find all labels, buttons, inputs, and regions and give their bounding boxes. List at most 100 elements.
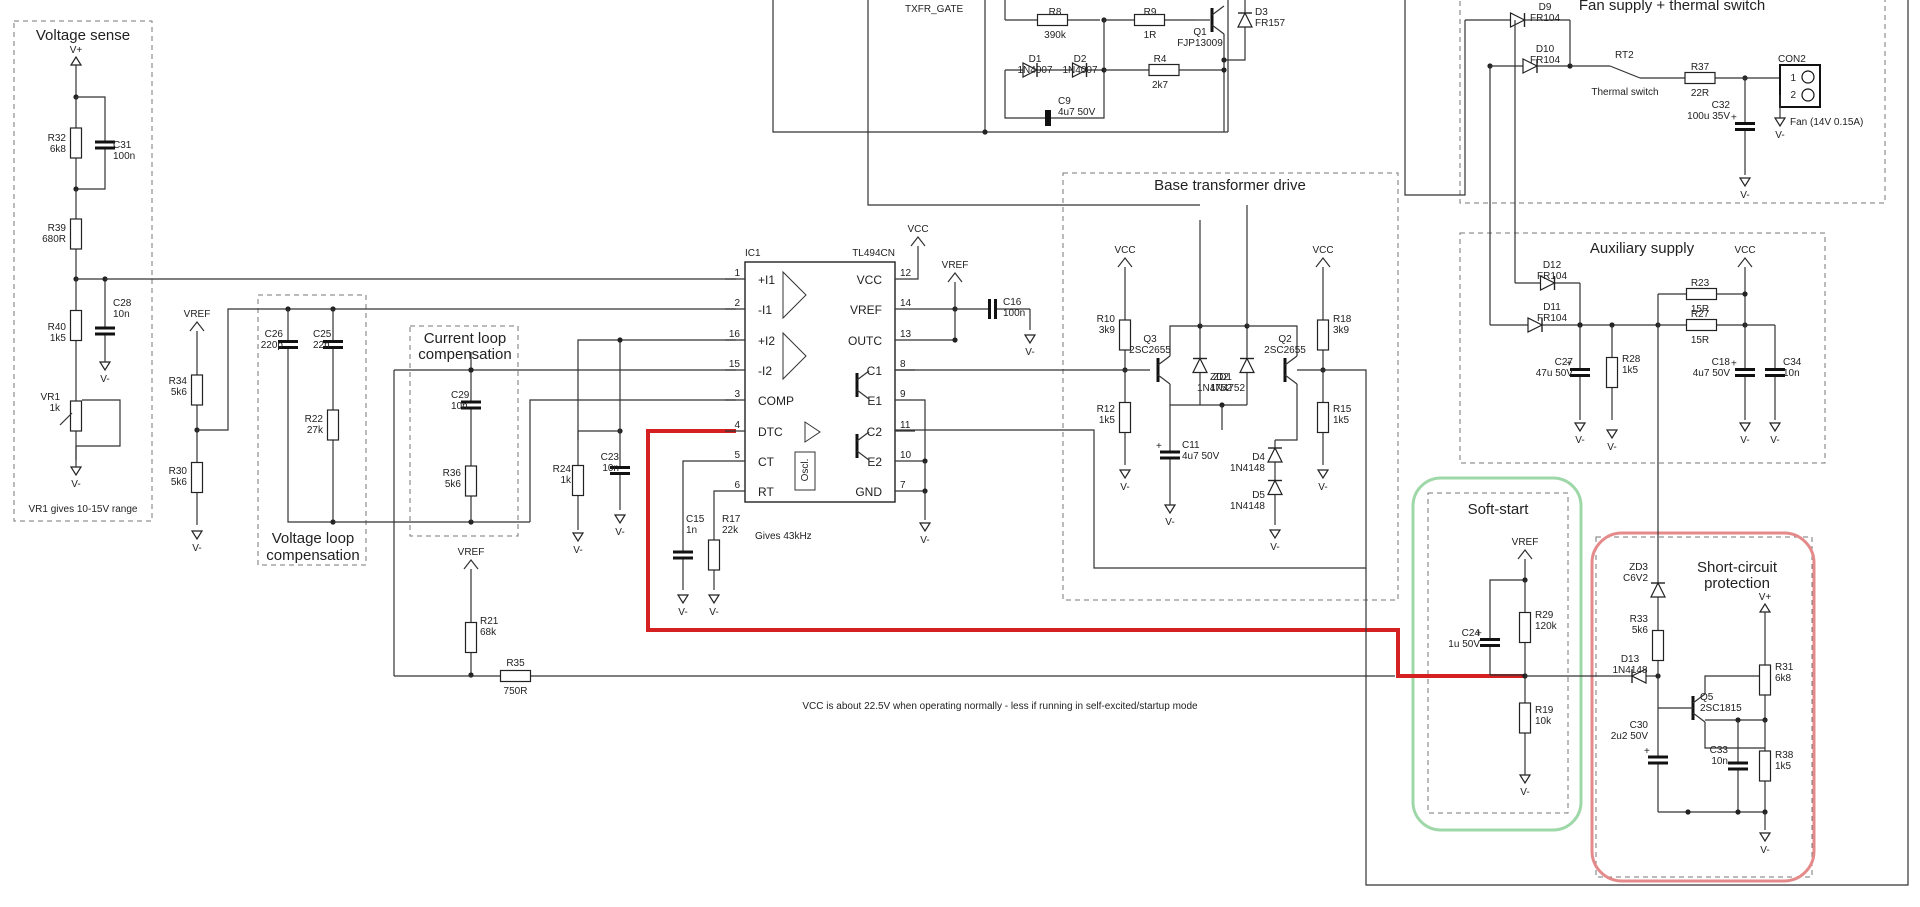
ground-symbol [918, 522, 932, 533]
ground-symbol [1738, 177, 1752, 188]
component-ref: R31 [1775, 662, 1794, 673]
wire [76, 170, 106, 190]
component-value: 1N4148 [1230, 463, 1265, 474]
component-value: FR104 [1530, 55, 1560, 66]
ic1-pin-name: +I1 [758, 273, 775, 287]
ground-symbol [1768, 422, 1782, 433]
wire [1365, 0, 1909, 886]
component-value: 2SC2655 [1129, 345, 1171, 356]
component-value: 1u 50V [1448, 639, 1480, 650]
ground-symbol [69, 466, 83, 477]
net-label-vcc: VCC [1114, 245, 1135, 256]
component-ref: C16 [1003, 297, 1022, 308]
component-value: 1k [49, 403, 61, 414]
resistor-symbol [464, 621, 478, 654]
component-value: 100n [1003, 308, 1025, 319]
section-short-circuit [1595, 536, 1813, 878]
resistor-symbol [1133, 13, 1166, 27]
component-ref: R40 [48, 322, 67, 333]
net-label-vcc: VCC [1312, 245, 1333, 256]
polarity-mark: + [1644, 746, 1650, 757]
net-label-txfr: TXFR_GATE [905, 4, 963, 15]
transistor-emitter [1157, 374, 1171, 385]
ic1-osc-label: Oscl. [800, 459, 811, 482]
resistor-symbol [326, 409, 340, 441]
net-label-vminus: V- [1775, 130, 1784, 141]
component-ref: D3 [1255, 7, 1268, 18]
component-value: 4u7 50V [1693, 368, 1731, 379]
component-value: 1k5 [1622, 365, 1639, 376]
junction-dot [952, 337, 958, 343]
ground-symbol [571, 532, 585, 543]
transistor-collector [1157, 355, 1171, 366]
ic1-pin-name: GND [855, 485, 882, 499]
component-value: 47u 50V [1536, 368, 1574, 379]
component-ref: R21 [480, 616, 499, 627]
net-label-vplus: V+ [1759, 592, 1772, 603]
component-value: 5k6 [171, 387, 188, 398]
component-value: 22k [722, 525, 739, 536]
component-value: 1N4148 [1230, 501, 1265, 512]
component-value: 1k5 [1099, 415, 1116, 426]
diode-symbol [1237, 11, 1253, 28]
wire [915, 246, 919, 280]
resistor-symbol [571, 464, 585, 497]
component-ref: Q3 [1143, 334, 1157, 345]
wire-to-pin16 [577, 339, 736, 431]
ic1-pin-number: 4 [734, 420, 740, 431]
ic1-pin-number: 5 [734, 450, 740, 461]
component-ref: R15 [1333, 404, 1352, 415]
section-base-drive [1062, 172, 1399, 601]
wire [1247, 325, 1298, 356]
polarity-mark: + [1476, 629, 1482, 640]
resistor-symbol [1118, 401, 1132, 434]
component-ref: R24 [553, 464, 572, 475]
component-value: 10n [113, 309, 130, 320]
net-label-vminus: V- [71, 479, 80, 490]
ic1-pin-number: 15 [729, 359, 741, 370]
component-ref: R12 [1097, 404, 1116, 415]
resistor-symbol [1605, 356, 1619, 389]
component-value: 5k6 [171, 477, 188, 488]
polarity-mark: + [1566, 359, 1572, 370]
ic1-pin-number: 10 [900, 450, 912, 461]
component-value: 1N4752 [1210, 383, 1245, 394]
net-label-vminus: V- [1740, 435, 1749, 446]
component-ref: R22 [305, 414, 324, 425]
component-ref: R30 [169, 466, 188, 477]
wire [1704, 722, 1765, 749]
component-value: 1n [686, 525, 697, 536]
ic1-body [744, 261, 896, 503]
vcc-note: VCC is about 22.5V when operating normal… [802, 701, 1198, 712]
wire [1489, 559, 1526, 610]
section-title-soft-start: Soft-start [1468, 501, 1530, 518]
resistor-symbol [1316, 319, 1330, 351]
fan-label: Fan (14V 0.15A) [1790, 117, 1863, 128]
ground-symbol [1163, 504, 1177, 515]
resistor-symbol [1685, 318, 1718, 332]
component-value: 1N4148 [1612, 665, 1647, 676]
junction-dot [468, 672, 474, 678]
component-ref: R35 [506, 658, 525, 669]
component-ref: Q5 [1700, 692, 1714, 703]
component-ref: C23 [601, 452, 620, 463]
component-value: 6k8 [1775, 673, 1792, 684]
component-value: FJP13009 [1177, 38, 1223, 49]
resistor-symbol [707, 539, 721, 571]
polarity-mark: + [1156, 441, 1162, 452]
net-label-vminus: V- [100, 374, 109, 385]
component-value: 10n [1711, 756, 1728, 767]
ic1-frequency-note: Gives 43kHz [755, 531, 812, 542]
net-label-vminus: V- [192, 543, 201, 554]
component-value: 68k [480, 627, 497, 638]
component-ref: D4 [1252, 452, 1265, 463]
net-label-vminus: V- [1270, 542, 1279, 553]
section-title-fan: Fan supply + thermal switch [1579, 0, 1765, 14]
net-label-vminus: V- [1120, 482, 1129, 493]
ic1-part: TL494CN [852, 248, 895, 259]
wire [1657, 676, 1693, 709]
component-value: 680R [42, 234, 66, 245]
wire [76, 399, 121, 447]
component-value: 10n [451, 401, 468, 412]
net-label-vref: VREF [942, 260, 969, 271]
